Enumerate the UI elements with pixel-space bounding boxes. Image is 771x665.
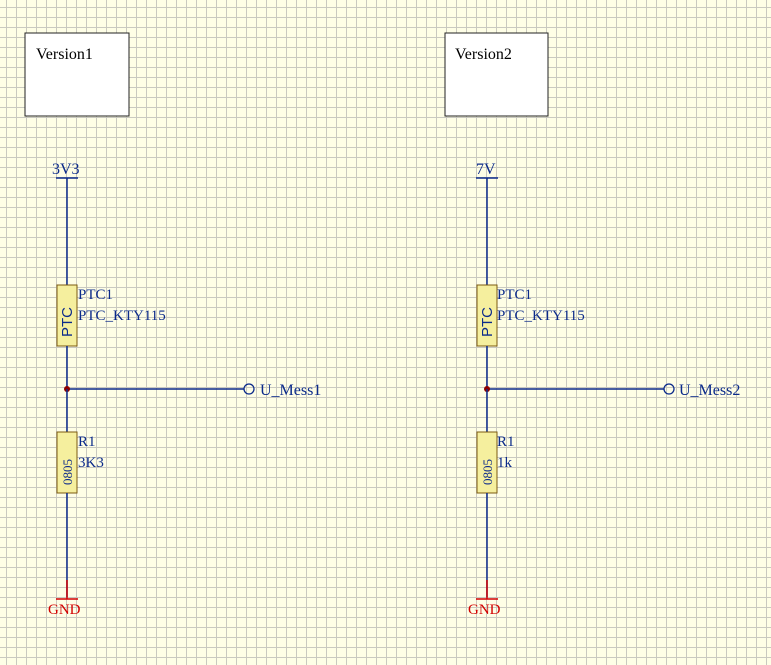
circuit-version1: Version1 3V3 PTC PTC1 PTC_KTY115 U_Mess1… — [24, 32, 321, 618]
resistor-footprint: 0805 — [60, 459, 75, 485]
resistor-value: 1k — [497, 455, 513, 471]
version-note-text: Version2 — [455, 46, 512, 63]
output-port-label: U_Mess1 — [260, 382, 321, 399]
version-note-box[interactable] — [444, 32, 549, 117]
resistor-footprint: 0805 — [480, 459, 495, 485]
power-port-label: 3V3 — [52, 161, 80, 178]
ptc-value: PTC_KTY115 — [78, 308, 166, 324]
ground-label: GND — [468, 602, 501, 618]
ptc-designator: PTC1 — [497, 287, 532, 303]
version-note-text: Version1 — [36, 46, 93, 63]
ptc-value: PTC_KTY115 — [497, 308, 585, 324]
resistor-designator: R1 — [497, 434, 515, 450]
ptc-body-text: PTC — [479, 307, 496, 337]
power-port-label: 7V — [476, 161, 496, 178]
circuit-version2: Version2 7V PTC PTC1 PTC_KTY115 U_Mess2 … — [444, 32, 740, 618]
output-port-circle[interactable] — [243, 383, 255, 395]
ptc-designator: PTC1 — [78, 287, 113, 303]
resistor-designator: R1 — [78, 434, 96, 450]
output-port-circle[interactable] — [663, 383, 675, 395]
version-note-box[interactable] — [24, 32, 130, 117]
output-port-label: U_Mess2 — [679, 382, 740, 399]
resistor-value: 3K3 — [78, 455, 104, 471]
ground-label: GND — [48, 602, 81, 618]
ptc-body-text: PTC — [59, 307, 76, 337]
